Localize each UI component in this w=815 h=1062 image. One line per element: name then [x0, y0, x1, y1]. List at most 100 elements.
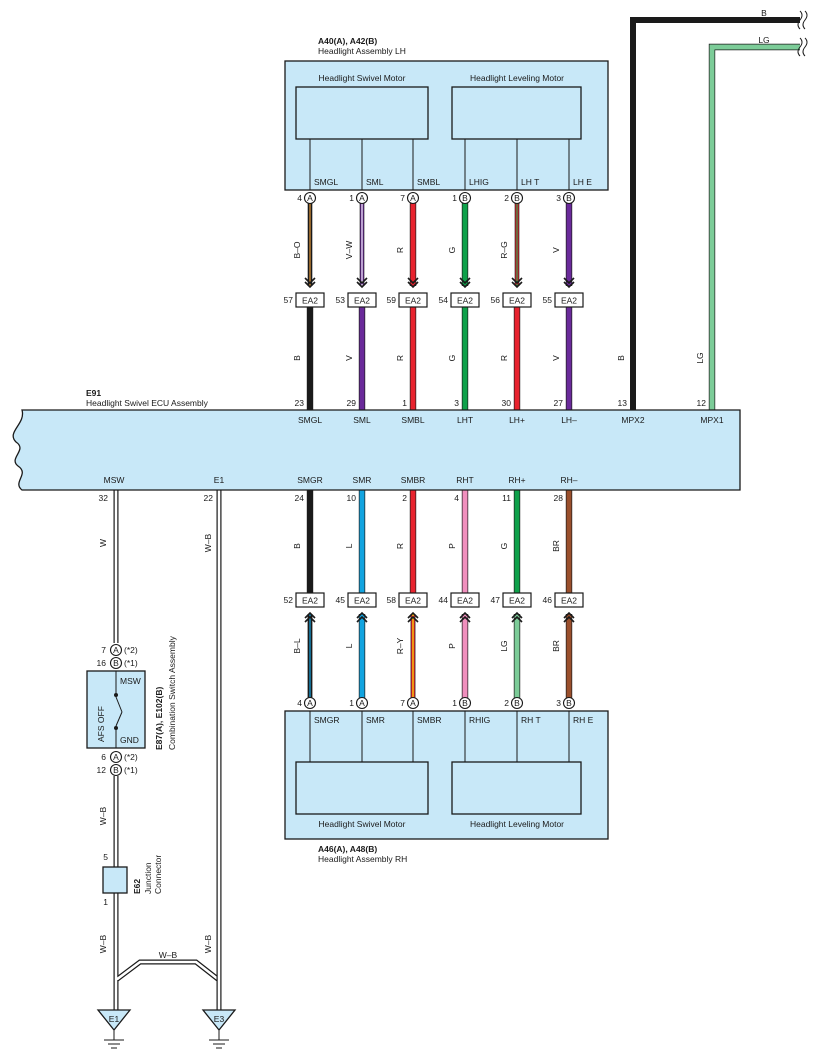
- ground-e3-label: E3: [214, 1014, 225, 1024]
- lh-swivel-motor: [295, 86, 429, 140]
- switch-top-conn-letter-0: A: [113, 645, 119, 655]
- rh-conn-2-letter: A: [410, 698, 416, 708]
- lh-terminal-1: SML: [366, 177, 384, 187]
- rh-chevron-3-a: [459, 615, 471, 623]
- rh-chevron-4-b: [511, 611, 523, 619]
- ecu-top-terminal-5: LH–: [561, 415, 577, 425]
- rh-wire-bot-label-0: B–L: [292, 638, 302, 653]
- rh-chevron-4-a: [511, 615, 523, 623]
- rh-conn-3-letter: B: [462, 698, 468, 708]
- switch-ground-wire-label: W–B: [98, 806, 108, 825]
- rh-terminal-5: RH E: [573, 715, 594, 725]
- rh-wire-mid-label-3: P: [447, 543, 457, 549]
- switch-bottom-pin-1: 12: [97, 765, 107, 775]
- ecu-pin-mpx1: 12: [697, 398, 707, 408]
- lh-chevron-0-b: [304, 281, 316, 289]
- switch-top-note-0: (*2): [124, 645, 138, 655]
- ecu-bottom-terminal-2: SMBR: [401, 475, 426, 485]
- ecu-pin-top-0: 23: [295, 398, 305, 408]
- rh-wire-mid-label-5: BR: [551, 540, 561, 552]
- lh-ea2-pin-5: 55: [543, 295, 553, 305]
- rh-ea2-1-label: EA2: [354, 596, 370, 606]
- lh-ea2-5-label: EA2: [561, 296, 577, 306]
- lh-chevron-4-b: [511, 281, 523, 289]
- lh-conn-3-circle: [458, 191, 472, 205]
- ecu-bottom-terminal-3: RHT: [456, 475, 473, 485]
- ecu-pin-top-5: 27: [554, 398, 564, 408]
- rh-terminal-1: SMR: [366, 715, 385, 725]
- ecu-name: Headlight Swivel ECU Assembly: [86, 398, 209, 408]
- switch-pins: A7(*2)B16(*1)A6(*2)B12(*1): [97, 643, 138, 777]
- mpx1-wire-label: LG: [695, 352, 705, 363]
- mpx-break-a-1: [797, 37, 803, 57]
- rh-wire-mid-label-4: G: [499, 543, 509, 550]
- ground-e1: E1: [96, 1009, 132, 1049]
- ecu-pin-bottom-1: 10: [347, 493, 357, 503]
- mpx-break-a-0: [797, 10, 803, 30]
- ecu-top-terminal-4: LH+: [509, 415, 525, 425]
- mpx-break-b-0: [802, 10, 808, 30]
- rh-chevron-1-b: [356, 611, 368, 619]
- rh-wire-bot-label-3: P: [447, 643, 457, 649]
- rh-assembly-name: Headlight Assembly RH: [318, 854, 407, 864]
- rh-chevron-0-b: [304, 611, 316, 619]
- ecu-pin-top-3: 3: [454, 398, 459, 408]
- junction-connector-box: [102, 866, 128, 894]
- rh-chevron-2-a: [407, 615, 419, 623]
- junction-code: E62: [132, 879, 142, 894]
- rh-pin-3: 1: [452, 698, 457, 708]
- rh-wire-mid-label-2: R: [395, 543, 405, 549]
- rh-ea2-pin-2: 58: [387, 595, 397, 605]
- e1-wire-label: W–B: [203, 533, 213, 552]
- lh-ea2-3-label: EA2: [457, 296, 473, 306]
- switch-bottom-conn-1: [109, 763, 123, 777]
- switch-top-conn-letter-1: B: [113, 658, 119, 668]
- ground-e1-label: E1: [109, 1014, 120, 1024]
- rh-internal-leads: [309, 711, 570, 762]
- msw-wire-label: W: [98, 539, 108, 547]
- ecu-pin-bottom-4: 11: [502, 493, 511, 503]
- junction-wire-label: W–B: [98, 934, 108, 953]
- rh-ea2-3-label: EA2: [457, 596, 473, 606]
- ecu-top-terminal-0: SMGL: [298, 415, 322, 425]
- lh-conn-2-letter: A: [410, 193, 416, 203]
- lh-ea2-2-box: [398, 292, 428, 308]
- lh-conn-5-letter: B: [566, 193, 572, 203]
- rh-ea2-0-label: EA2: [302, 596, 318, 606]
- switch-top-conn-0: [109, 643, 123, 657]
- switch-bottom-conn-letter-0: A: [113, 752, 119, 762]
- lh-ea2-3-box: [450, 292, 480, 308]
- ecu-msw-terminal: MSW: [104, 475, 125, 485]
- lh-swivel-motor-label: Headlight Swivel Motor: [319, 73, 406, 83]
- lh-chevron-3-b: [459, 281, 471, 289]
- lh-conn-2-circle: [406, 191, 420, 205]
- rh-conn-0-letter: A: [307, 698, 313, 708]
- ecu-pin-e1: 22: [204, 493, 214, 503]
- lh-wire-mid-label-2: R: [395, 355, 405, 361]
- rh-chevron-5-a: [563, 615, 575, 623]
- rh-ea2-pin-3: 44: [439, 595, 449, 605]
- switch-top-pin-1: 16: [97, 658, 107, 668]
- lh-leveling-motor-label: Headlight Leveling Motor: [470, 73, 564, 83]
- rh-chevron-3-b: [459, 611, 471, 619]
- ecu-top-terminal-3: LHT: [457, 415, 473, 425]
- lh-ea2-pin-3: 54: [439, 295, 449, 305]
- lh-terminal-3: LHIG: [469, 177, 489, 187]
- ecu-pin-bottom-3: 4: [454, 493, 459, 503]
- rh-wire-bot-label-4: LG: [499, 640, 509, 651]
- switch-afs-off-label: AFS OFF: [96, 706, 106, 742]
- switch-contact-icon: [114, 671, 123, 748]
- rh-wire-bot-label-5: BR: [551, 640, 561, 652]
- lh-terminal-0: SMGL: [314, 177, 338, 187]
- rh-terminal-2: SMBR: [417, 715, 442, 725]
- lh-chevron-0-a: [304, 277, 316, 285]
- ground-e3: E3: [201, 1009, 237, 1049]
- rh-conn-1-letter: A: [359, 698, 365, 708]
- junction-line1: Junction: [143, 862, 153, 894]
- lh-ea2-0-box: [295, 292, 325, 308]
- lh-conn-0-circle: [303, 191, 317, 205]
- mpx1-wire: [708, 43, 800, 410]
- rh-conn-5-circle: [562, 696, 576, 710]
- ecu-pin-mpx2: 13: [618, 398, 628, 408]
- lh-chevron-5-a: [563, 277, 575, 285]
